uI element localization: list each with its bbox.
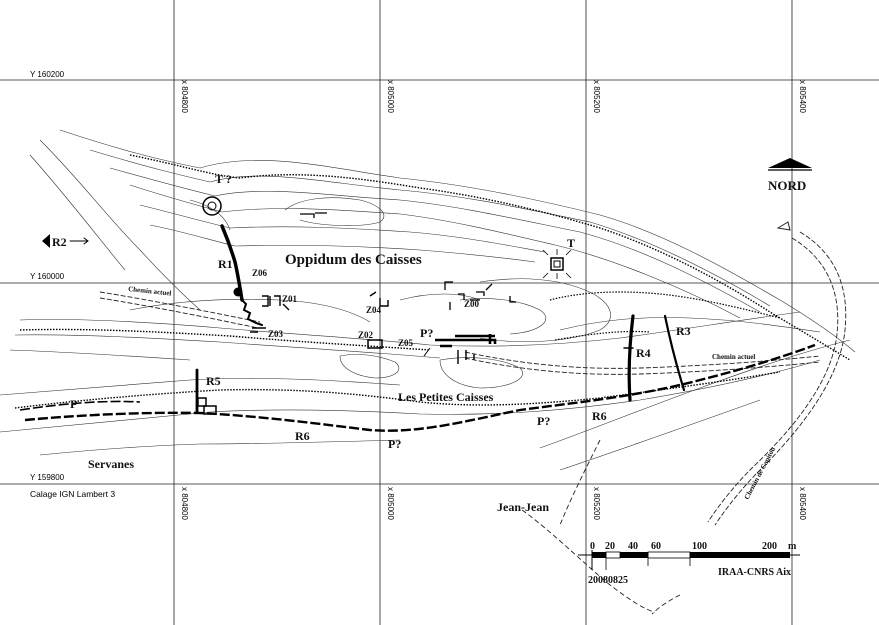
structure-z03 <box>250 327 266 333</box>
grid-label-x-bottom-805000: x 805000 <box>386 487 395 520</box>
label-t: T <box>567 236 575 250</box>
scale-tick-40: 40 <box>628 541 638 552</box>
scale-tick-20: 20 <box>605 541 615 552</box>
label-jean-jean: Jean-Jean <box>497 500 549 514</box>
label-r5: R5 <box>206 374 221 388</box>
structure-cluster-top <box>300 212 327 218</box>
structure-z02 <box>367 339 383 349</box>
scale-tick-200: 200 <box>762 541 777 552</box>
structure-z01 <box>262 295 290 311</box>
grid-label-x-bottom-804800: x 804800 <box>180 487 189 520</box>
rampart-r1 <box>220 224 263 326</box>
grid-label-x-top-805400: x 805400 <box>798 80 807 113</box>
rampart-r6 <box>19 343 816 432</box>
rampart-r2-arrow <box>69 237 89 245</box>
chemin-actuel-west-path <box>99 291 261 329</box>
escarpment-hachures <box>14 154 851 409</box>
label-r6-west: R6 <box>295 429 310 443</box>
grid-label-x-top-805000: x 805000 <box>386 80 395 113</box>
scale-tick-0: 0 <box>590 541 595 552</box>
label-p-question-gate: P? <box>420 326 433 340</box>
grid-label-y-159800: Y 159800 <box>30 473 65 482</box>
grid-label-x-bottom-805400: x 805400 <box>798 487 807 520</box>
label-chemin-actuel-east: Chemin actuel <box>712 353 755 361</box>
structure-z00 <box>444 281 516 310</box>
grid-label-x-top-805200: x 805200 <box>592 80 601 113</box>
label-r6-east: R6 <box>592 409 607 423</box>
north-label: NORD <box>768 178 806 193</box>
label-p-west: P <box>70 397 77 411</box>
label-r4: R4 <box>636 346 651 360</box>
label-petites-caisses: Les Petites Caisses <box>398 390 494 404</box>
grid-label-y-160000: Y 160000 <box>30 272 65 281</box>
label-r1: R1 <box>218 257 233 271</box>
label-r2: R2 <box>52 235 67 249</box>
label-z05: Z05 <box>398 338 414 348</box>
north-arrow-icon <box>768 158 812 168</box>
structure-z04 <box>369 291 389 307</box>
scale-unit: m <box>788 541 797 552</box>
calage-note: Calage IGN Lambert 3 <box>30 489 115 499</box>
grid-label-y-160200: Y 160200 <box>30 70 65 79</box>
scale-tick-60: 60 <box>651 541 661 552</box>
label-chemin-actuel-west: Chemin actuel <box>128 285 172 297</box>
rampart-r4 <box>623 314 635 402</box>
grid-label-x-top-804800: x 804800 <box>180 80 189 113</box>
small-stair-marks <box>457 350 475 364</box>
tower-t-question-circle <box>202 196 222 216</box>
label-t-question: T ? <box>215 172 232 186</box>
label-r3: R3 <box>676 324 691 338</box>
r2-arrowhead-west <box>42 234 50 248</box>
scale-bar <box>578 550 800 570</box>
tower-t <box>542 249 572 279</box>
scale-tick-100: 100 <box>692 541 707 552</box>
chemin-capitou-path <box>707 221 847 526</box>
credit-label: IRAA-CNRS Aix <box>718 567 791 578</box>
label-p-question-mid: P? <box>388 437 401 451</box>
label-z02: Z02 <box>358 330 374 340</box>
label-z00: Z00 <box>464 299 480 309</box>
chemin-actuel-east-path <box>464 351 821 375</box>
grid-label-x-bottom-805200: x 805200 <box>592 487 601 520</box>
label-p-question-east: P? <box>537 414 550 428</box>
contour-lines <box>0 129 856 471</box>
label-z03: Z03 <box>268 329 284 339</box>
label-z06: Z06 <box>252 268 268 278</box>
date-code: 20080825 <box>588 575 628 586</box>
rampart-r3 <box>663 314 686 392</box>
label-z04: Z04 <box>366 305 382 315</box>
gate-structure-p-question <box>423 334 497 357</box>
label-chemin-capitou: Chemin de Capitou <box>743 446 778 501</box>
label-servanes: Servanes <box>88 457 134 471</box>
label-z01: Z01 <box>282 294 298 304</box>
map-title: Oppidum des Caisses <box>285 252 422 268</box>
jean-jean-track <box>521 439 681 615</box>
